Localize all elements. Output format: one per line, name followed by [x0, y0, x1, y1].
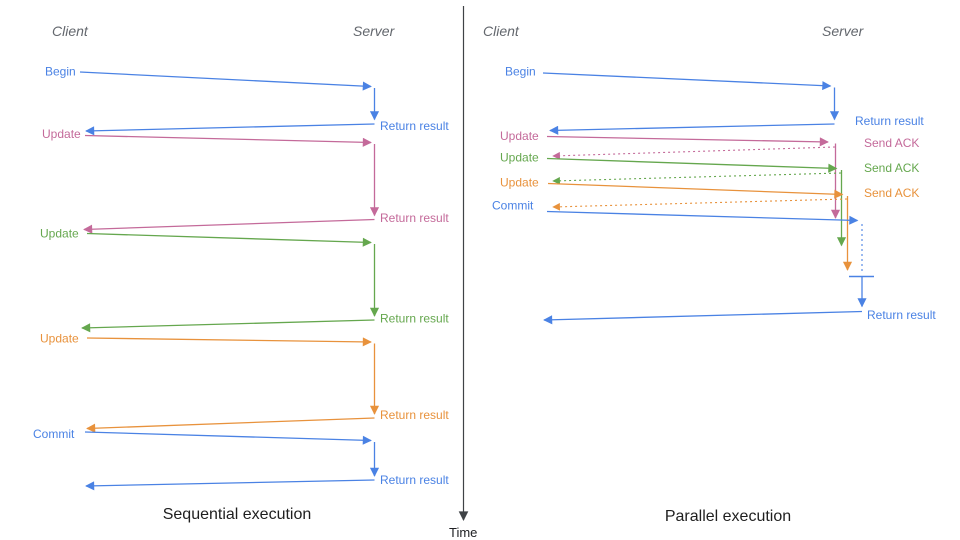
- seq-commit-return-arrow: [85, 479, 375, 491]
- par-update1-label: Update: [500, 129, 539, 143]
- seq-update3-label: Update: [40, 332, 79, 346]
- par-server-header: Server: [822, 23, 865, 39]
- seq-update2-label: Update: [40, 227, 79, 241]
- seq-update3-return-label: Return result: [380, 408, 449, 422]
- seq-update2-return-arrow: [81, 319, 375, 333]
- par-commit-request-arrow: [546, 210, 859, 225]
- par-update2-label: Update: [500, 151, 539, 165]
- seq-update3-return-arrow: [86, 417, 375, 433]
- par-client-header: Client: [483, 23, 520, 39]
- seq-update2-request-arrow: [86, 232, 372, 247]
- seq-update3-request-arrow: [86, 337, 372, 347]
- par-commit-return-label: Return result: [867, 308, 936, 322]
- par-update1-ack-label: Send ACK: [864, 136, 919, 150]
- par-update2-ack-arrow: [552, 172, 842, 185]
- par-update3-label: Update: [500, 176, 539, 190]
- par-update2-ack-label: Send ACK: [864, 161, 919, 175]
- par-commit-label: Commit: [492, 199, 534, 213]
- par-begin-return-label: Return result: [855, 114, 924, 128]
- par-begin-label: Begin: [505, 65, 536, 79]
- par-commit-return-arrow: [543, 310, 863, 325]
- time-axis-label: Time: [449, 525, 477, 540]
- seq-client-header: Client: [52, 23, 89, 39]
- seq-update2-return-label: Return result: [380, 312, 449, 326]
- seq-begin-return-label: Return result: [380, 119, 449, 133]
- seq-begin-label: Begin: [45, 65, 76, 79]
- seq-commit-return-label: Return result: [380, 473, 449, 487]
- seq-server-header: Server: [353, 23, 396, 39]
- par-update3-request-arrow: [547, 182, 844, 199]
- seq-update1-label: Update: [42, 127, 81, 141]
- par-update2-request-arrow: [546, 157, 838, 173]
- seq-commit-request-arrow: [84, 431, 372, 445]
- par-begin-return-arrow: [549, 123, 835, 135]
- seq-update1-return-arrow: [83, 218, 375, 234]
- par-update3-ack-label: Send ACK: [864, 186, 919, 200]
- par-update3-ack-arrow: [552, 198, 848, 211]
- par-begin-request-arrow: [542, 72, 832, 91]
- seq-commit-label: Commit: [33, 427, 75, 441]
- par-update1-request-arrow: [546, 135, 829, 147]
- par-title: Parallel execution: [665, 508, 791, 525]
- seq-update1-request-arrow: [84, 134, 372, 147]
- seq-title: Sequential execution: [163, 506, 312, 523]
- par-update1-ack-arrow: [552, 146, 836, 160]
- seq-begin-request-arrow: [79, 71, 372, 91]
- seq-update1-return-label: Return result: [380, 211, 449, 225]
- seq-begin-return-arrow: [85, 123, 375, 136]
